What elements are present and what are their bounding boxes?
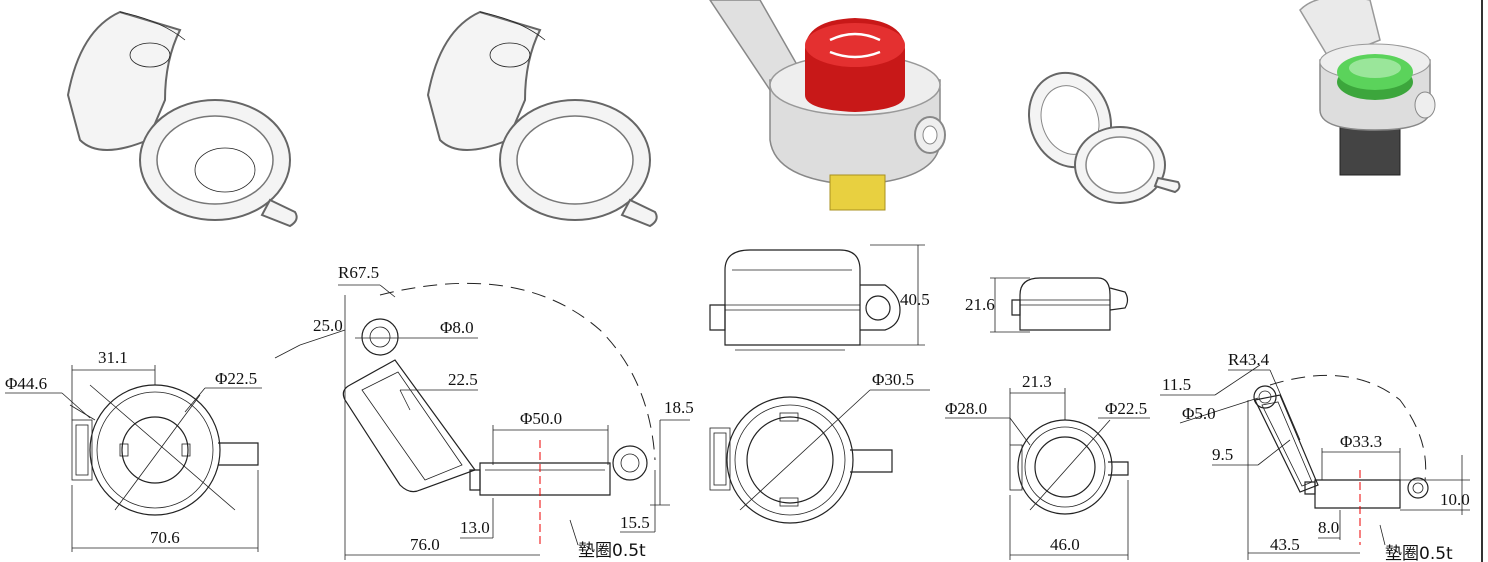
v5-washer-note: 墊圈0.5t xyxy=(1385,544,1453,562)
v2-dim-b: 22.5 xyxy=(448,370,478,389)
v2-height-1: 18.5 xyxy=(664,398,694,417)
v5-height: 10.0 xyxy=(1440,490,1470,509)
view-3-elevation: 40.5 Φ30.5 xyxy=(709,244,930,524)
render-green-lamp xyxy=(1299,0,1436,176)
v2-height-2: 15.5 xyxy=(620,513,650,532)
v4-bottom-width: 46.0 xyxy=(1050,535,1080,554)
v5-dim-a: 11.5 xyxy=(1162,375,1191,394)
v4-height: 21.6 xyxy=(965,295,995,314)
v2-radius: R67.5 xyxy=(338,263,379,282)
render-small-open-cover xyxy=(1027,71,1181,204)
v1-inner-diameter: Φ22.5 xyxy=(215,369,257,388)
v3-height: 40.5 xyxy=(900,290,930,309)
v2-height-3: 13.0 xyxy=(460,518,490,537)
v4-inner-diameter: Φ22.5 xyxy=(1105,399,1147,418)
v3-inner-diameter: Φ30.5 xyxy=(872,370,914,389)
v5-height-2: 8.0 xyxy=(1318,518,1339,537)
v5-radius: R43.4 xyxy=(1228,350,1270,369)
v2-washer-note: 墊圈0.5t xyxy=(578,541,646,561)
render-open-cover-2 xyxy=(426,10,658,228)
render-open-cover-1 xyxy=(66,10,298,228)
render-emergency-stop-button xyxy=(709,0,946,211)
v2-dim-a: 25.0 xyxy=(313,316,343,335)
v5-width: 43.5 xyxy=(1270,535,1300,554)
view-1-top: Φ44.6 Φ22.5 31.1 70.6 xyxy=(5,348,262,552)
v1-outer-diameter: Φ44.6 xyxy=(5,374,47,393)
view-5-side: R43.4 11.5 Φ5.0 9.5 Φ33.3 10.0 8.0 43.5 … xyxy=(1160,350,1470,562)
v5-pin-diameter: Φ5.0 xyxy=(1182,404,1216,423)
v5-base-diameter: Φ33.3 xyxy=(1340,432,1382,451)
v2-base-diameter: Φ50.0 xyxy=(520,409,562,428)
v1-top-width: 31.1 xyxy=(98,348,128,367)
v4-outer-diameter: Φ28.0 xyxy=(945,399,987,418)
v4-top-width: 21.3 xyxy=(1022,372,1052,391)
v2-pin-diameter: Φ8.0 xyxy=(440,318,474,337)
v2-width: 76.0 xyxy=(410,535,440,554)
view-4-small: 21.6 Φ28.0 Φ22.5 21.3 46.0 xyxy=(945,277,1150,560)
v1-bottom-width: 70.6 xyxy=(150,528,180,547)
view-2-side: 76.0 R67.5 25.0 Φ8.0 22.5 Φ50.0 18.5 15.… xyxy=(274,263,694,561)
v5-dim-b: 9.5 xyxy=(1212,445,1233,464)
